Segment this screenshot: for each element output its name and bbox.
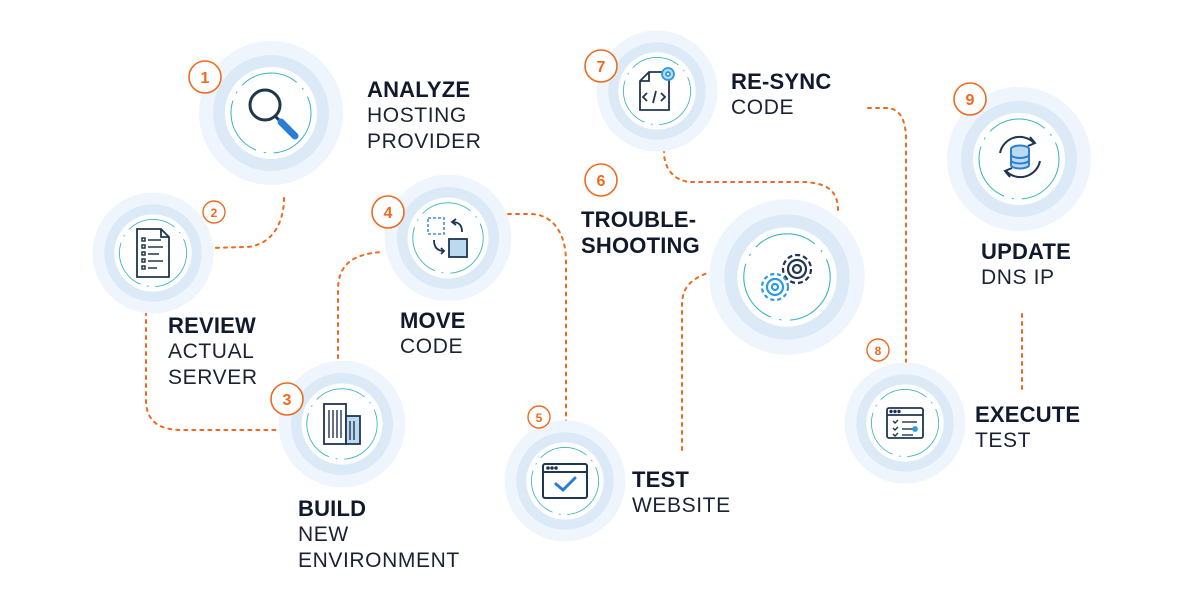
step-8-label: EXECUTE TEST [975, 402, 1080, 454]
connector-1-2 [209, 197, 285, 249]
step-3-badge: 3 [270, 382, 304, 416]
building-icon [323, 403, 361, 445]
step-5-label: TEST WEBSITE [632, 467, 731, 519]
step-6-badge: 6 [584, 163, 618, 197]
step-5-title: TEST [632, 467, 690, 492]
code-file-icon [639, 67, 675, 111]
document-icon [136, 228, 170, 278]
connector-4-5 [507, 213, 567, 429]
step-9-title: UPDATE [981, 239, 1072, 264]
step-2-line-1: ACTUAL [168, 340, 255, 363]
database-sync-icon [999, 135, 1041, 179]
step-1-line-1: HOSTING [367, 104, 467, 127]
svg-text:1: 1 [201, 70, 210, 87]
connector-6-7 [663, 151, 839, 211]
step-7-title: RE-SYNC [731, 69, 832, 94]
step-3-title: BUILD [298, 496, 367, 521]
browser-check-icon [542, 463, 588, 499]
connectors [145, 107, 1023, 451]
svg-text:6: 6 [597, 173, 606, 190]
step-4-line-1: CODE [400, 335, 464, 358]
step-9-badge: 9 [953, 82, 987, 116]
step-2-line-2: SERVER [168, 366, 258, 389]
svg-text:3: 3 [283, 392, 292, 409]
move-squares-icon [427, 217, 468, 258]
connector-5-6 [681, 271, 711, 451]
step-3-label: BUILD NEW ENVIRONMENT [298, 496, 460, 574]
svg-text:8: 8 [875, 344, 882, 358]
step-1-circle [198, 40, 344, 186]
step-7-badge: 7 [584, 49, 618, 83]
magnifier-icon [248, 88, 299, 140]
step-2-title: REVIEW [168, 313, 256, 338]
step-6-title: TROUBLE- [581, 207, 697, 232]
step-4-badge: 4 [371, 195, 405, 229]
step-9-line-1: DNS IP [981, 266, 1055, 289]
step-8-title: EXECUTE [975, 402, 1081, 427]
step-1-title: ANALYZE [367, 77, 471, 102]
svg-text:2: 2 [211, 206, 218, 220]
connector-3-4 [337, 251, 383, 359]
svg-text:9: 9 [966, 92, 975, 109]
step-4-label: MOVE CODE [400, 308, 466, 360]
step-5-line-1: WEBSITE [632, 494, 731, 517]
step-8-badge: 8 [866, 338, 890, 362]
svg-text:4: 4 [384, 205, 393, 222]
step-1-badge: 1 [188, 60, 222, 94]
svg-text:5: 5 [536, 411, 543, 425]
step-3-line-2: ENVIRONMENT [298, 549, 460, 572]
number-badges: 1 2 3 4 5 6 7 8 9 [188, 49, 987, 429]
step-6-circle [708, 198, 866, 356]
checklist-window-icon [886, 407, 924, 439]
step-4-circle [384, 174, 512, 302]
gears-icon [760, 253, 813, 302]
connector-2-3 [145, 311, 279, 431]
step-8-line-1: TEST [975, 429, 1032, 452]
step-4-title: MOVE [400, 308, 466, 333]
step-3-line-1: NEW [298, 523, 349, 546]
step-7-line-1: CODE [731, 96, 795, 119]
svg-text:7: 7 [597, 59, 606, 76]
step-1-line-2: PROVIDER [367, 130, 482, 153]
step-6-line-1: SHOOTING [581, 233, 700, 258]
step-5-badge: 5 [527, 405, 551, 429]
step-2-label: REVIEW ACTUAL SERVER [168, 313, 258, 391]
step-9-label: UPDATE DNS IP [981, 239, 1071, 291]
step-1-label: ANALYZE HOSTING PROVIDER [367, 77, 482, 155]
step-6-label: TROUBLE- SHOOTING [581, 207, 700, 259]
connector-7-8 [867, 107, 907, 363]
step-2-badge: 2 [202, 200, 226, 224]
step-7-label: RE-SYNC CODE [731, 69, 831, 121]
